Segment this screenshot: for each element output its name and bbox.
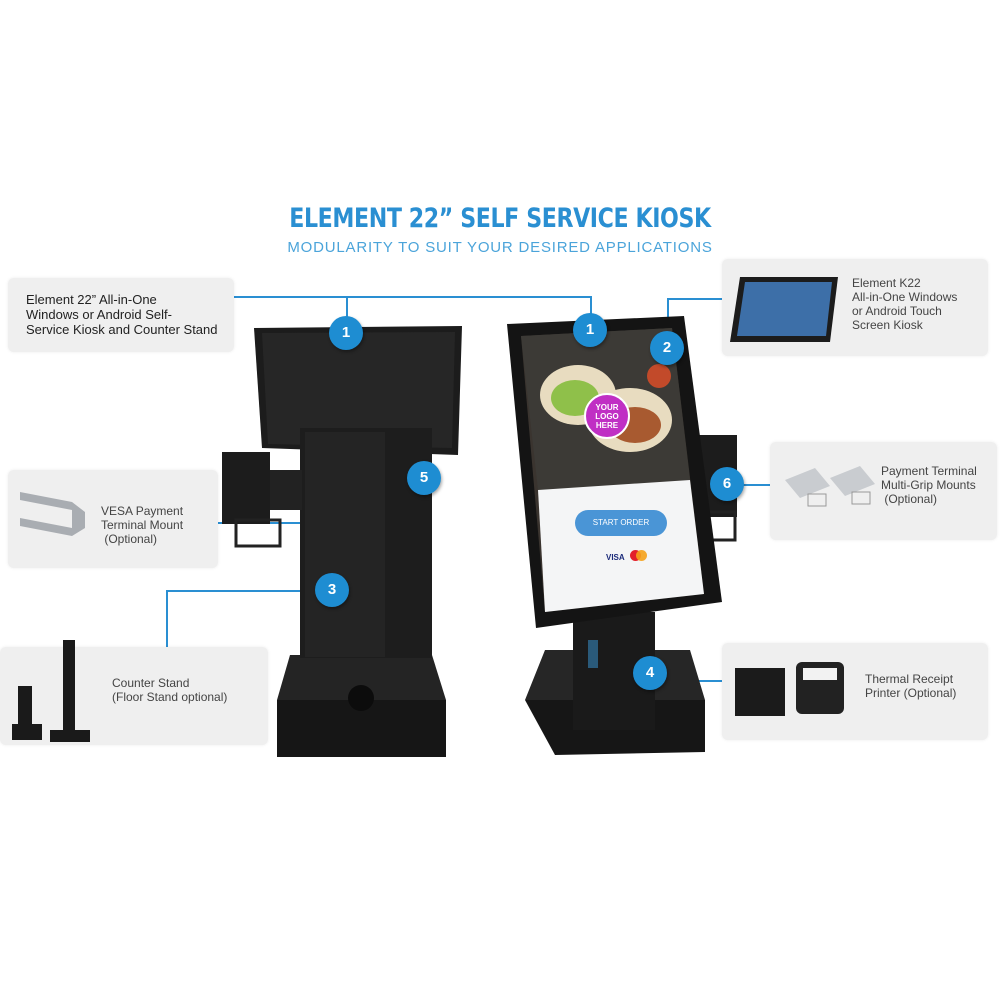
callout-text: Terminal Mount (101, 518, 184, 532)
callout-text: Payment Terminal (881, 464, 977, 478)
page-subtitle: MODULARITY TO SUIT YOUR DESIRED APPLICAT… (287, 239, 713, 256)
logo-text: HERE (595, 420, 619, 430)
callout-text: Service Kiosk and Counter Stand (26, 322, 218, 337)
callout-printer: Thermal Receipt Printer (Optional) (722, 643, 988, 740)
connector-line (742, 484, 770, 486)
badge-3: 3 (315, 573, 349, 607)
connector-line (667, 298, 722, 300)
connector-line (590, 296, 592, 316)
logo-text: LOGO (595, 411, 619, 421)
callout-text: Thermal Receipt (865, 672, 954, 686)
callout-text: All-in-One Windows (852, 290, 958, 304)
badge-1-rear: 1 (329, 316, 363, 350)
mastercard-logo (630, 550, 648, 562)
vesa-mount-bracket (222, 452, 270, 524)
callout-text: (Optional) (881, 492, 938, 506)
kiosk-front-view (507, 316, 737, 755)
callout-text: or Android Touch (852, 304, 942, 318)
connector-line (166, 590, 168, 647)
callout-text: Multi-Grip Mounts (881, 478, 976, 492)
logo-text: YOUR (595, 402, 619, 412)
connector-line (234, 296, 591, 298)
badge-1-front: 1 (573, 313, 607, 347)
callout-text: Screen Kiosk (852, 318, 923, 332)
callout-text: (Optional) (101, 532, 158, 546)
badge-2: 2 (650, 331, 684, 365)
visa-logo: VISA (606, 553, 625, 562)
callout-multigrip: Payment Terminal Multi-Grip Mounts (Opti… (770, 442, 997, 540)
start-order-button[interactable]: START ORDER (575, 510, 667, 536)
callout-vesa-mount: VESA Payment Terminal Mount (Optional) (8, 470, 218, 568)
connector-line (667, 298, 669, 332)
callout-text: Windows or Android Self- (26, 307, 172, 322)
callout-text: Element 22” All-in-One (26, 292, 157, 307)
callout-text: Counter Stand (112, 676, 190, 690)
callout-text: (Floor Stand optional) (112, 690, 228, 704)
callout-counter-stand: Counter Stand (Floor Stand optional) (0, 647, 268, 745)
connector-line (346, 296, 348, 318)
logo-placeholder: YOUR LOGO HERE (584, 393, 630, 439)
callout-text: VESA Payment (101, 504, 184, 518)
callout-text: Element K22 (852, 276, 921, 290)
callout-main-kiosk: Element 22” All-in-One Windows or Androi… (8, 278, 234, 352)
callout-text: Printer (Optional) (865, 686, 957, 700)
callout-k22: Element K22 All-in-One Windows or Androi… (722, 259, 988, 356)
page-title: ELEMENT 22” SELF SERVICE KIOSK (289, 203, 711, 234)
badge-5: 5 (407, 461, 441, 495)
badge-4: 4 (633, 656, 667, 690)
connector-line (166, 590, 316, 592)
badge-6: 6 (710, 467, 744, 501)
